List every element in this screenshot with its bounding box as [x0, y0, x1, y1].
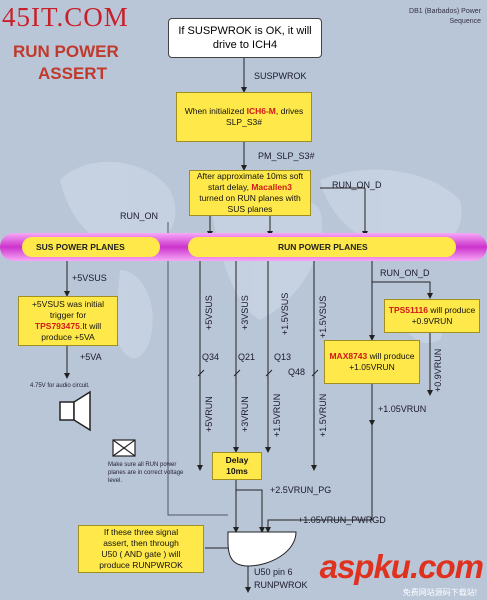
rail-1v5sus-b: +1.5VSUS: [318, 295, 328, 338]
power-planes-tube: [0, 233, 487, 261]
envelope-icon: [112, 439, 136, 457]
page-title-line1: RUN POWER: [13, 42, 119, 61]
page-title-line2: ASSERT: [38, 64, 107, 83]
transistor-q34: Q34: [202, 352, 220, 362]
max8743-box: MAX8743 will produce +1.05VRUN: [324, 340, 420, 384]
rail-1v5sus-a: +1.5VSUS: [280, 292, 290, 335]
tps51116-box: TPS51116 will produce +0.9VRUN: [384, 299, 480, 333]
signal-1v05run: +1.05VRUN: [378, 404, 427, 414]
rail-0v9run: +0.9VRUN: [433, 348, 443, 392]
rail-3vrun: +3VRUN: [240, 396, 250, 432]
speaker-icon: [59, 390, 91, 432]
delay-10ms-box: Delay 10ms: [212, 452, 262, 480]
watermark-aspku: aspku.com: [319, 548, 484, 585]
ich6-box: When initialized ICH6-M, drives SLP_S3#: [176, 92, 312, 142]
tps793475-box: +5VSUS was initial trigger for TPS793475…: [18, 296, 118, 346]
signal-1v05run-pwrgd: +1.05VRUN_PWRGD: [298, 515, 386, 525]
voltage-check-note: Make sure all RUN power planes are in co…: [108, 462, 184, 484]
rail-3vsus: +3VSUS: [240, 295, 250, 330]
diagram-header: DB1 (Barbados) Power Sequence: [409, 8, 481, 25]
sus-power-planes-label: SUS POWER PLANES: [36, 242, 125, 252]
signal-5vsus: +5VSUS: [72, 273, 107, 283]
rail-5vrun: +5VRUN: [204, 396, 214, 432]
signal-suspwrok: SUSPWROK: [254, 71, 307, 81]
macallen3-box: After approximate 10ms soft start delay,…: [189, 170, 311, 216]
rail-1v5run-b: +1.5VRUN: [318, 393, 328, 437]
signal-5va: +5VA: [80, 352, 102, 362]
signal-runpwrok: RUNPWROK: [254, 580, 308, 590]
signal-run-on-d-top: RUN_ON_D: [332, 180, 382, 190]
rail-1v5run-a: +1.5VRUN: [272, 393, 282, 437]
rail-lines: [197, 258, 319, 452]
watermark-logo: 45IT.COM: [2, 2, 129, 32]
and-gate-shape: [227, 531, 297, 567]
audio-note: 4.75V for audio circuit.: [30, 383, 90, 389]
world-map-background: [60, 161, 462, 359]
transistor-q13: Q13: [274, 352, 292, 362]
suspwrok-condition-box: If SUSPWROK is OK, it will drive to ICH4: [168, 18, 322, 58]
signal-run-on: RUN_ON: [120, 211, 159, 221]
run-power-planes-label: RUN POWER PLANES: [278, 242, 368, 252]
signal-run-on-d-right: RUN_ON_D: [380, 268, 430, 278]
watermark-aspku-sub: 免费网站源码下载站!: [402, 588, 477, 597]
and-gate-note-box: If these three signal assert, then throu…: [78, 525, 204, 573]
signal-2v5run-pg: +2.5VRUN_PG: [270, 485, 332, 495]
rail-5vsus: +5VSUS: [204, 295, 214, 330]
gate-u50-pin: U50 pin 6: [254, 567, 293, 577]
transistor-q21: Q21: [238, 352, 256, 362]
transistor-q48: Q48: [288, 367, 306, 377]
signal-pm-slp-s3: PM_SLP_S3#: [258, 151, 315, 161]
